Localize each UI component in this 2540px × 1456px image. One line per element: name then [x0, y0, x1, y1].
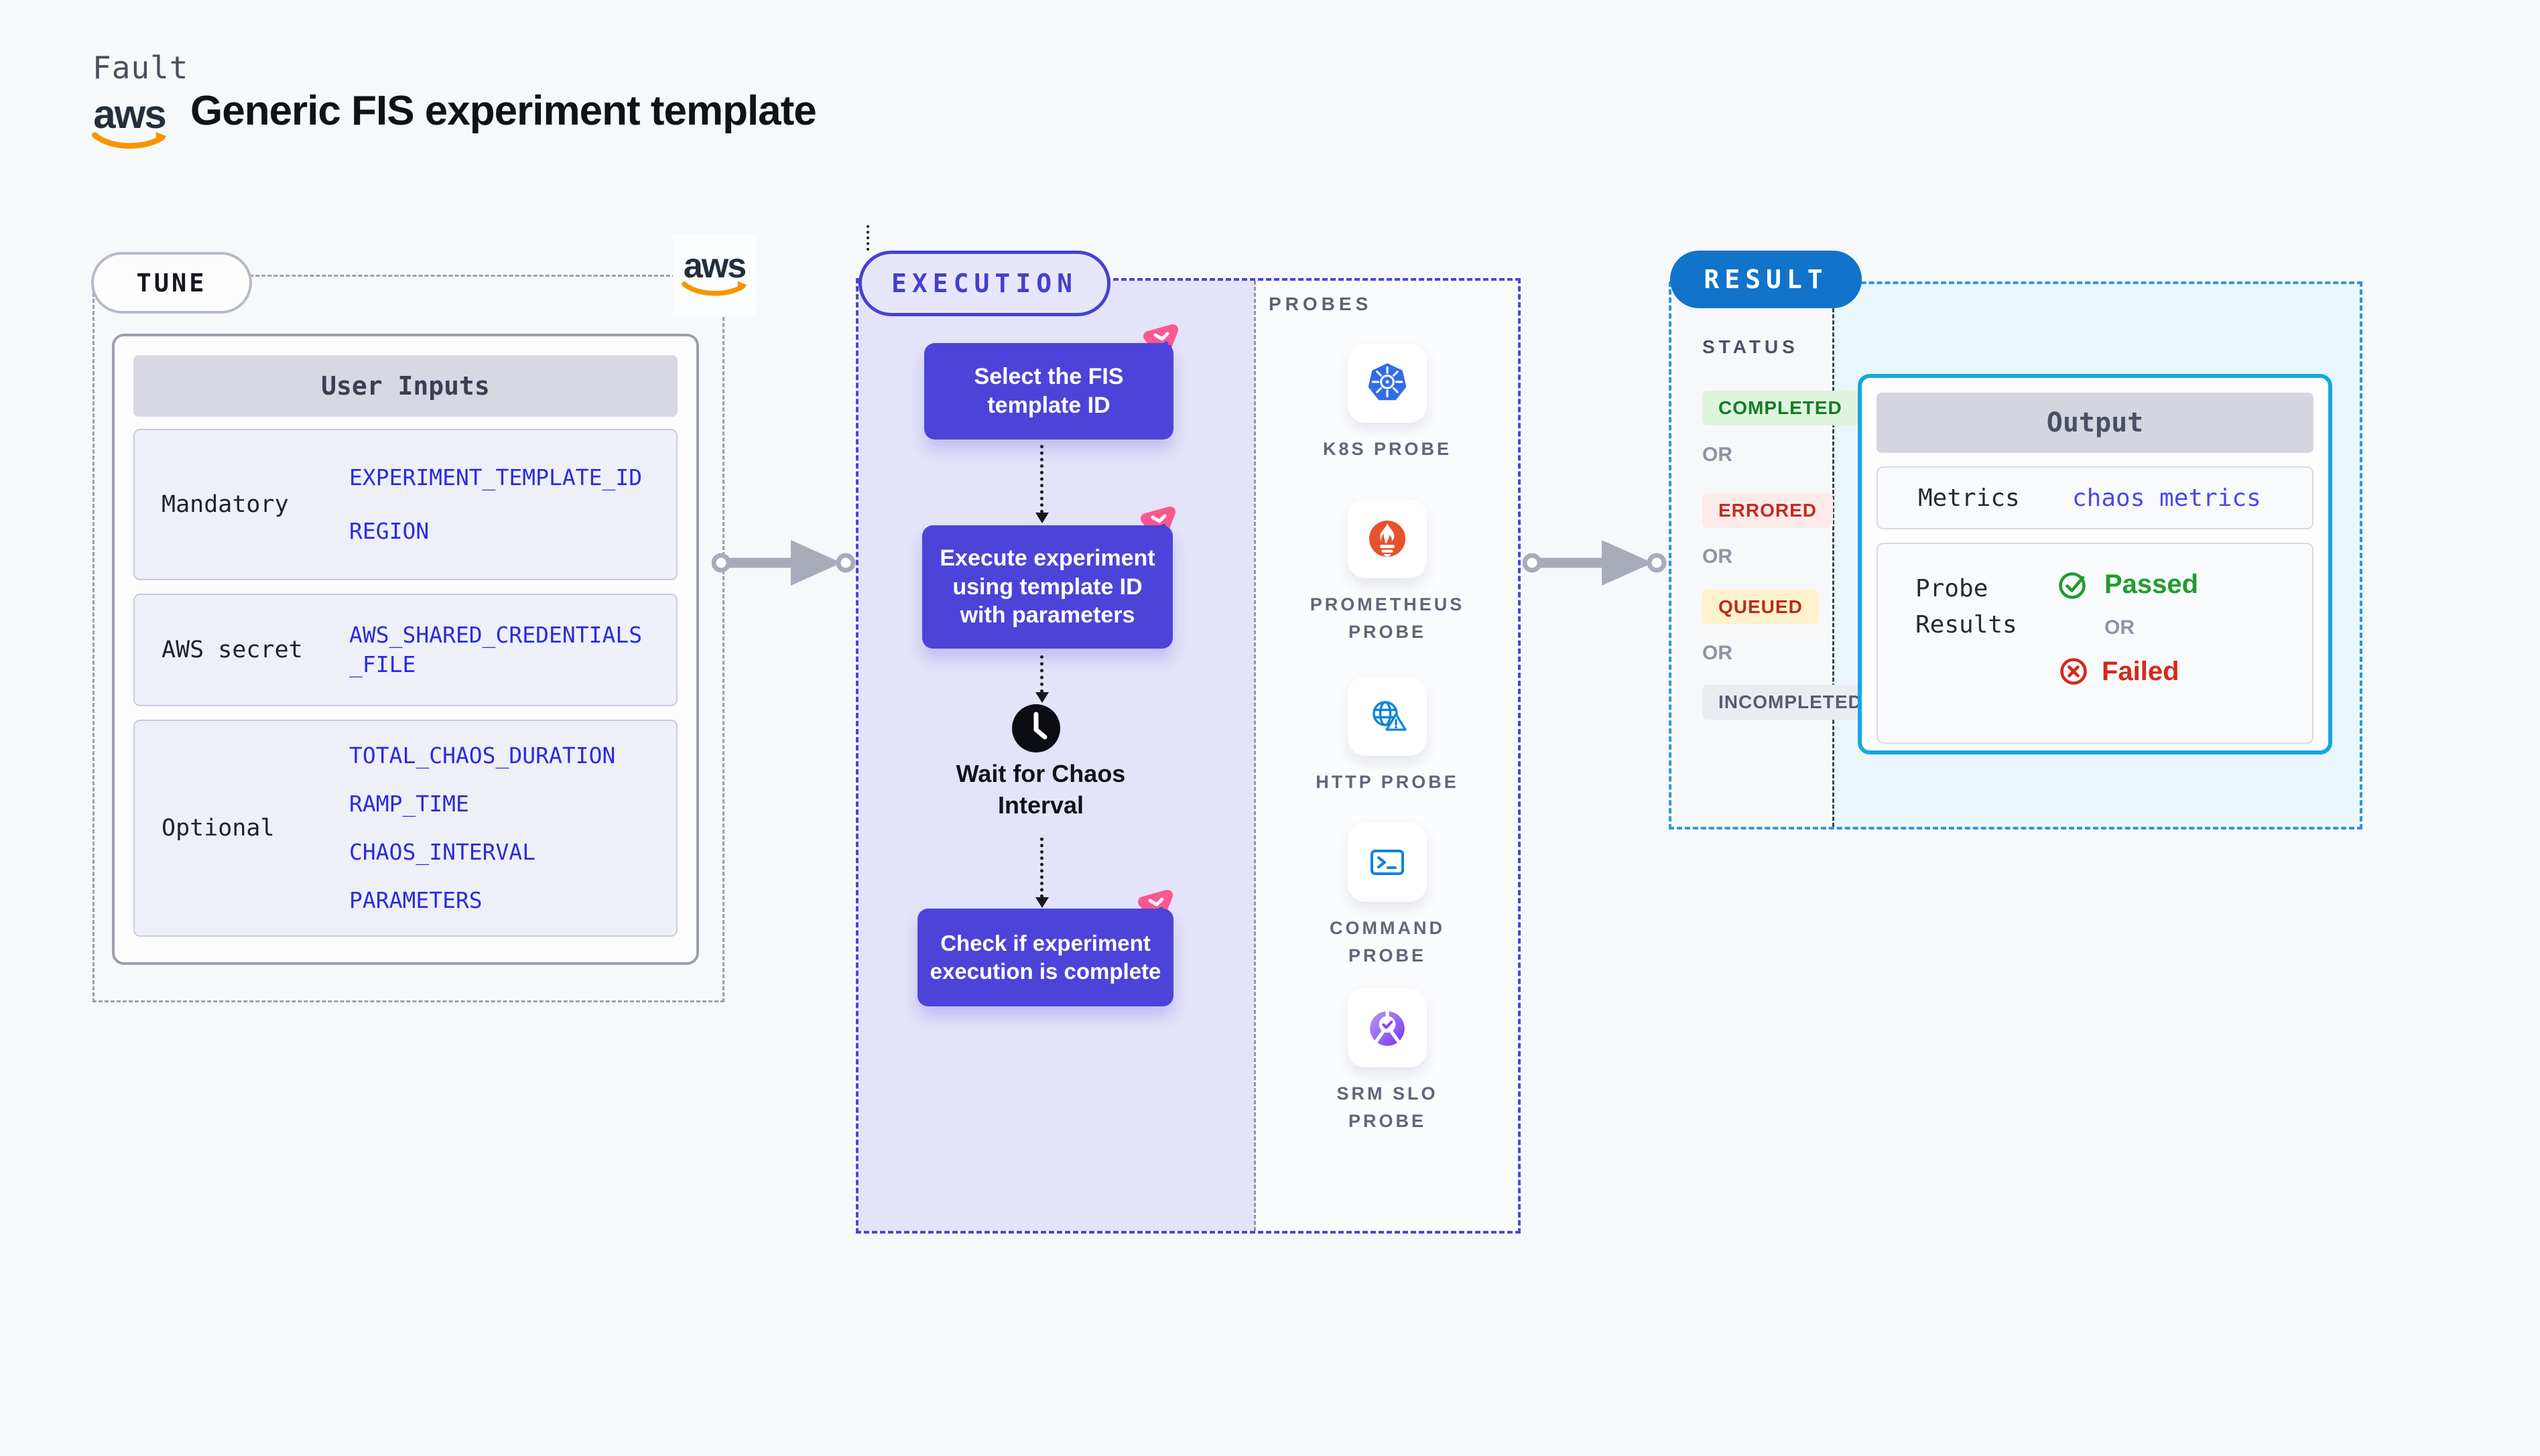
passed-result: Passed	[2057, 568, 2198, 600]
metrics-label: Metrics	[1918, 484, 2020, 512]
probe-label: K8S PROBE	[1322, 439, 1452, 459]
aws-logo-text: aws	[93, 92, 166, 137]
row-label: Mandatory	[162, 491, 289, 518]
down-arrow-icon	[1035, 655, 1049, 703]
input-row-mandatory: Mandatory EXPERIMENT_TEMPLATE_ID REGION	[133, 429, 678, 580]
input-value: EXPERIMENT_TEMPLATE_ID	[349, 464, 643, 490]
status-badge-incompleted: INCOMPLETED	[1702, 685, 1879, 720]
execution-section-pill: EXECUTION	[859, 251, 1110, 316]
or-label: OR	[1702, 642, 1732, 664]
tune-section-pill: TUNE	[91, 252, 252, 314]
input-value: CHAOS_INTERVAL	[349, 839, 536, 865]
input-value: PARAMETERS	[349, 887, 483, 913]
probe-label: SRM SLO PROBE	[1336, 1083, 1438, 1131]
kubernetes-icon	[1368, 363, 1407, 401]
status-badge-queued: QUEUED	[1702, 590, 1819, 624]
prometheus-icon	[1369, 521, 1405, 557]
step-check-complete: Check if experiment execution is complet…	[917, 909, 1173, 1006]
status-heading: STATUS	[1702, 336, 1799, 357]
page-title: Generic FIS experiment template	[190, 88, 817, 134]
aws-logo-small: aws	[673, 235, 756, 316]
check-circle-icon	[2059, 572, 2086, 599]
aws-smile-icon	[92, 132, 167, 149]
down-arrow-icon	[1035, 838, 1049, 908]
probe-card-k8s	[1348, 344, 1427, 423]
output-card: Output Metrics chaos metrics Probe Resul…	[1858, 374, 2332, 754]
probe-results-label: Probe Results	[1915, 575, 2017, 639]
input-value: AWS_SHARED_CREDENTIALS_FILE	[349, 622, 643, 677]
terminal-icon	[1371, 850, 1404, 875]
failed-result: Failed	[2057, 655, 2198, 687]
probe-results-row: Probe Results Passed OR Failed	[1877, 543, 2313, 744]
clock-icon	[1012, 704, 1060, 752]
step-execute-experiment: Execute experiment using template ID wit…	[922, 525, 1173, 649]
failed-label: Failed	[2102, 656, 2179, 686]
metrics-row: Metrics chaos metrics	[1877, 466, 2313, 529]
probe-label: PROMETHEUS PROBE	[1310, 594, 1465, 642]
row-label: AWS secret	[162, 637, 303, 663]
connector-tick	[867, 225, 869, 251]
status-badge-completed: COMPLETED	[1702, 391, 1858, 425]
passed-label: Passed	[2104, 569, 2199, 599]
tune-panel	[92, 275, 724, 1002]
flow-arrow-icon	[712, 540, 856, 586]
input-row-aws-secret: AWS secret AWS_SHARED_CREDENTIALS_FILE	[133, 594, 678, 706]
or-label: OR	[1702, 444, 1732, 466]
x-circle-icon	[2060, 658, 2087, 685]
flow-arrow-icon	[1523, 540, 1667, 586]
row-label: Optional	[162, 815, 275, 842]
input-value: TOTAL_CHAOS_DURATION	[349, 742, 616, 769]
probe-card-command	[1348, 823, 1427, 902]
or-label: OR	[2104, 616, 2135, 639]
user-inputs-card: User Inputs Mandatory EXPERIMENT_TEMPLAT…	[112, 334, 699, 965]
result-section-pill: RESULT	[1670, 251, 1862, 308]
probe-card-srm-slo	[1348, 988, 1427, 1067]
aws-logo: aws	[90, 92, 169, 152]
aws-logo-text: aws	[683, 246, 747, 285]
wait-for-chaos-label: Wait for Chaos Interval	[956, 760, 1126, 819]
probe-label: HTTP PROBE	[1316, 772, 1459, 792]
input-value: REGION	[349, 518, 430, 544]
aws-smile-icon	[682, 281, 747, 296]
probe-label: COMMAND PROBE	[1330, 918, 1445, 966]
probes-area	[1254, 281, 1518, 1231]
input-value: RAMP_TIME	[349, 791, 469, 817]
step-select-template: Select the FIS template ID	[924, 343, 1173, 440]
user-inputs-header: User Inputs	[133, 355, 678, 417]
or-label: OR	[1702, 545, 1732, 568]
http-globe-icon	[1373, 701, 1407, 731]
probes-heading: PROBES	[1269, 293, 1373, 314]
metrics-value: chaos metrics	[2072, 484, 2261, 512]
input-row-optional: Optional TOTAL_CHAOS_DURATION RAMP_TIME …	[133, 720, 678, 937]
status-badge-errored: ERRORED	[1702, 493, 1834, 528]
probe-card-http	[1348, 677, 1427, 756]
probe-card-prometheus	[1348, 499, 1427, 578]
output-header: Output	[1877, 393, 2313, 453]
brand-label: Fault	[92, 50, 189, 86]
srm-slo-icon	[1370, 1010, 1405, 1046]
down-arrow-icon	[1035, 445, 1049, 523]
